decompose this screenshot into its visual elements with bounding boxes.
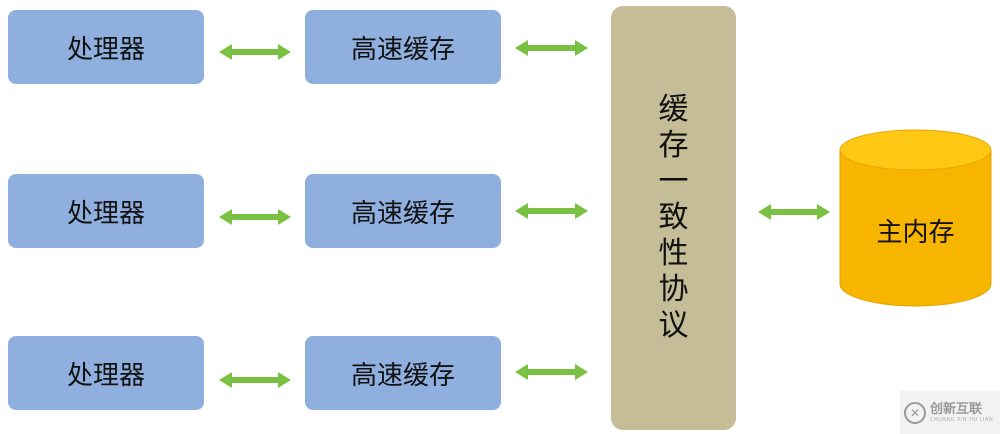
cache-label-1: 高速缓存: [350, 34, 455, 65]
watermark-en: CHUANG XIN HU LIAN: [930, 416, 994, 423]
watermark-cn: 创新互联: [930, 401, 983, 417]
processor-box-3: 处理器: [8, 336, 204, 410]
main-memory-label: 主内存: [876, 218, 955, 248]
main-memory-cylinder: 主内存: [838, 128, 993, 308]
logo-x-icon: ✕: [904, 401, 926, 424]
cache-box-2: 高速缓存: [305, 174, 501, 248]
processor-label-2: 处理器: [66, 198, 145, 229]
processor-box-1: 处理器: [8, 10, 204, 84]
cache-box-3: 高速缓存: [305, 336, 501, 410]
cylinder-icon: [839, 129, 992, 307]
arrow-processor-cache-3: [219, 372, 291, 388]
cache-box-1: 高速缓存: [305, 10, 501, 84]
arrow-cache-protocol-1: [515, 40, 588, 56]
coherence-protocol-box: 缓存一致性协议: [611, 6, 736, 430]
arrow-processor-cache-2: [219, 209, 291, 225]
cache-label-2: 高速缓存: [350, 198, 455, 229]
processor-label-3: 处理器: [66, 360, 145, 391]
coherence-protocol-label: 缓存一致性协议: [658, 92, 689, 343]
arrow-processor-cache-1: [219, 44, 291, 60]
cache-label-3: 高速缓存: [350, 360, 455, 391]
watermark-logo: ✕ 创新互联 CHUANG XIN HU LIAN: [900, 391, 1000, 434]
arrow-protocol-memory: [758, 204, 830, 220]
arrow-cache-protocol-3: [515, 364, 588, 380]
arrow-cache-protocol-2: [515, 203, 588, 219]
processor-box-2: 处理器: [8, 174, 204, 248]
processor-label-1: 处理器: [66, 34, 145, 65]
